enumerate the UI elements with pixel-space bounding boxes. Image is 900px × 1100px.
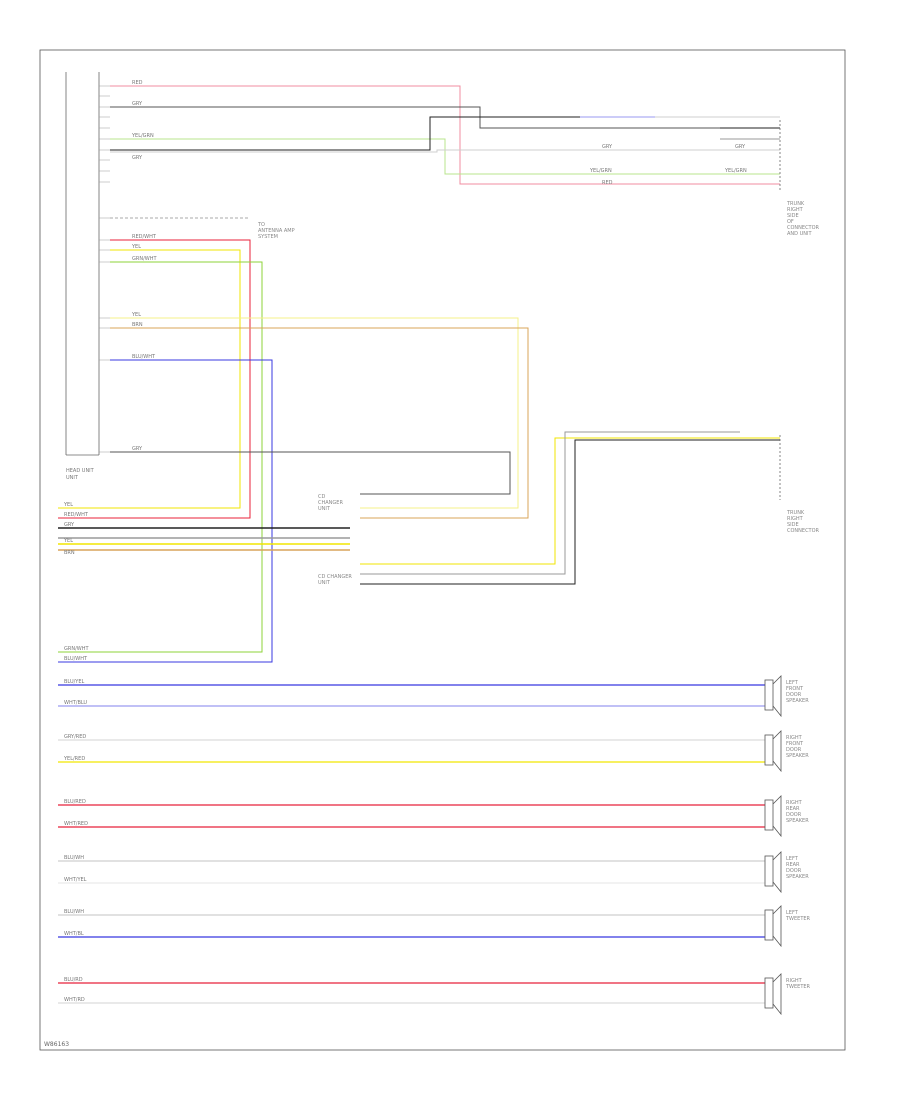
lt-label-1: LEFT <box>786 910 799 916</box>
wire-label-red-wht: RED/WHT <box>132 234 157 240</box>
lf-label-1: LEFT <box>786 680 799 686</box>
lf-label-2: FRONT <box>786 686 804 692</box>
wire-label-gray-cd: GRY <box>132 446 143 452</box>
label-rt-2: WHT/RD <box>64 997 85 1003</box>
harness-label-gray: GRY <box>64 522 75 528</box>
label-lt-2: WHT/BL <box>64 931 84 937</box>
label-lf-1: BLU/YEL <box>64 679 85 685</box>
middle-wires <box>58 239 529 663</box>
head-unit-label: HEAD UNIT <box>66 468 95 474</box>
harness-label-yel-2: YEL <box>63 538 73 544</box>
diagram-frame <box>39 49 846 1051</box>
wire-label-yel-grn-r: YEL/GRN <box>589 168 612 174</box>
label-rf-2: YEL/RED <box>63 756 85 762</box>
speaker-symbols <box>764 675 782 1016</box>
trunk-upper-label-3: SIDE <box>787 213 799 219</box>
antenna-label-1: TO <box>257 222 265 228</box>
rr-label-2: REAR <box>786 806 800 812</box>
trunk-lower-label-2: RIGHT <box>787 516 804 522</box>
lr-label-1: LEFT <box>786 856 799 862</box>
wire-label-red-r: RED <box>602 180 613 186</box>
wire-blue-mid <box>58 359 273 663</box>
head-unit-pins <box>99 85 110 453</box>
label-lt-1: BLU/WH <box>64 909 84 915</box>
trunk-lower-label-3: SIDE <box>787 522 799 528</box>
wire-label-yel: YEL <box>131 244 141 250</box>
harness-label-red-wht: RED/WHT <box>64 512 89 518</box>
cd-changer-2-wires <box>360 431 780 585</box>
lf-label-4: SPEAKER <box>786 698 809 704</box>
rf-label-4: SPEAKER <box>786 753 809 759</box>
wire-label-gray-top-3: GRY <box>132 155 143 161</box>
wire-yellow-cd <box>110 317 519 509</box>
wire-orange-cd <box>110 327 529 519</box>
antenna-label-3: SYSTEM <box>258 234 278 240</box>
trunk-upper-label-6: AND UNIT <box>787 231 812 237</box>
harness-label-blu-wht: BLU/WHT <box>64 656 88 662</box>
lr-label-4: SPEAKER <box>786 874 809 880</box>
wire-label-yel-grn: YEL/GRN <box>131 133 154 139</box>
trunk-upper-label-5: CONNECTOR <box>787 225 820 231</box>
label-rr-2: WHT/RED <box>64 821 88 827</box>
label-rf-1: GRY/RED <box>64 734 86 740</box>
wire-label-gray-r2: GRY <box>735 144 746 150</box>
wire-gray-cd <box>110 451 511 495</box>
head-unit-label-2: UNIT <box>66 475 79 481</box>
cd-changer-1-wires <box>360 493 500 519</box>
trunk-lower-label-4: CONNECTOR <box>787 528 820 534</box>
harness-label-grn-wht: GRN/WHT <box>64 646 89 652</box>
wire-yellow-mid <box>58 249 241 509</box>
wire-label-grn-wht: GRN/WHT <box>132 256 157 262</box>
trunk-upper-label-2: RIGHT <box>787 207 804 213</box>
rear-harness <box>58 527 350 551</box>
wire-label-yel-grn-r2: YEL/GRN <box>724 168 747 174</box>
label-lr-1: BLU/WH <box>64 855 84 861</box>
label-rr-1: BLU/RED <box>64 799 86 805</box>
cd1-label-2: CHANGER <box>318 500 343 506</box>
wire-label-blu-mid: BLU/WHT <box>132 354 156 360</box>
label-rt-1: BLU/RD <box>64 977 83 983</box>
cd2-label-1: CD CHANGER <box>318 574 352 580</box>
label-lf-2: WHT/BLU <box>64 700 87 706</box>
rf-label-3: DOOR <box>786 747 802 753</box>
head-unit: HEAD UNIT UNIT <box>65 72 100 481</box>
rf-label-2: FRONT <box>786 741 804 747</box>
rr-label-4: SPEAKER <box>786 818 809 824</box>
lr-label-3: DOOR <box>786 868 802 874</box>
wire-label-red-top: RED <box>132 80 143 86</box>
wire-red-top <box>110 85 780 185</box>
rr-label-1: RIGHT <box>786 800 803 806</box>
wire-label-brn-cd: BRN <box>132 322 143 328</box>
trunk-upper-label-1: TRUNK <box>786 201 805 207</box>
harness-label-yel: YEL <box>63 502 73 508</box>
lt-label-2: TWEETER <box>785 916 811 922</box>
cd2-label-2: UNIT <box>318 580 331 586</box>
cd1-label-3: UNIT <box>318 506 331 512</box>
rf-label-1: RIGHT <box>786 735 803 741</box>
trunk-lower-label-1: TRUNK <box>786 510 805 516</box>
wire-green-mid <box>58 261 263 653</box>
lf-label-3: DOOR <box>786 692 802 698</box>
harness-label-brn: BRN <box>64 550 75 556</box>
wire-label-gray-top: GRY <box>132 101 143 107</box>
wire-gray-top <box>110 106 580 118</box>
rt-label-1: RIGHT <box>786 978 803 984</box>
lr-label-2: REAR <box>786 862 800 868</box>
wire-black-top <box>110 116 655 151</box>
antenna-label-2: ANTENNA AMP <box>258 228 295 234</box>
wire-light-gray-top <box>110 149 780 153</box>
rr-label-3: DOOR <box>786 812 802 818</box>
top-wires <box>110 85 780 185</box>
trunk-upper-label-4: OF <box>787 219 794 225</box>
wire-label-gray-r: GRY <box>602 144 613 150</box>
wire-label-yel-cd: YEL <box>131 312 141 318</box>
cd1-label-1: CD <box>318 494 325 500</box>
footer-code: W86163 <box>44 1041 69 1048</box>
speaker-wires <box>58 684 765 1004</box>
wire-red-mid <box>58 239 251 519</box>
rt-label-2: TWEETER <box>785 984 811 990</box>
wire-green-top <box>110 138 780 175</box>
label-lr-2: WHT/YEL <box>64 877 87 883</box>
